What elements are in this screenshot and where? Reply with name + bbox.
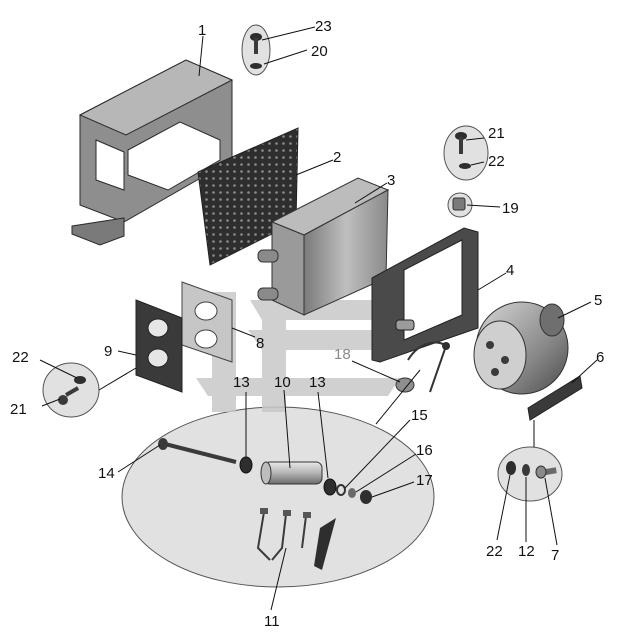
callout-23: 23 xyxy=(315,18,332,35)
detail-zone-main xyxy=(121,406,435,588)
callout-8: 8 xyxy=(256,335,264,352)
callout-12: 12 xyxy=(518,543,535,560)
leader-lines xyxy=(39,26,598,611)
callout-17: 17 xyxy=(416,472,433,489)
part-17-nut xyxy=(360,490,372,504)
part-13-washer-right xyxy=(323,478,337,496)
callout-9: 9 xyxy=(104,343,112,360)
callout-20: 20 xyxy=(311,43,328,60)
callout-labels: 1 2 3 4 5 6 7 8 9 10 11 12 13 13 14 15 1… xyxy=(10,18,604,630)
callout-10: 10 xyxy=(274,374,291,391)
callout-6: 6 xyxy=(596,349,604,366)
callout-13a: 13 xyxy=(233,374,250,391)
callout-5: 5 xyxy=(594,292,602,309)
part-21-bolt-left xyxy=(58,386,80,405)
callout-4: 4 xyxy=(506,262,514,279)
part-10-sleeve xyxy=(260,461,323,485)
part-21-bolt-top xyxy=(455,132,467,154)
part-1-housing xyxy=(71,59,234,246)
part-3-radiator xyxy=(257,177,390,316)
callout-14: 14 xyxy=(98,465,115,482)
callout-16: 16 xyxy=(416,442,433,459)
callout-13b: 13 xyxy=(309,374,326,391)
part-4-mounting-panel xyxy=(371,227,479,363)
callout-15: 15 xyxy=(411,407,428,424)
callout-11: 11 xyxy=(264,613,280,630)
callout-19: 19 xyxy=(502,200,519,217)
part-14-rod xyxy=(158,438,237,464)
callout-18: 18 xyxy=(334,346,351,363)
part-11-harness xyxy=(256,508,336,570)
callout-21b: 21 xyxy=(10,401,27,418)
part-7-screw xyxy=(535,465,557,479)
part-5-fan-motor xyxy=(473,301,569,395)
callout-22c: 22 xyxy=(486,543,503,560)
part-9-cover-plate xyxy=(135,299,183,393)
part-13-washer-left xyxy=(239,456,253,474)
callout-7: 7 xyxy=(551,547,559,564)
part-22-washer-top xyxy=(459,163,471,169)
detail-zone-22-12-7 xyxy=(497,446,563,502)
callout-22b: 22 xyxy=(488,153,505,170)
callout-1: 1 xyxy=(198,22,206,39)
part-19-nut xyxy=(452,197,466,211)
part-6-bracket xyxy=(527,375,583,421)
part-22-washer-right xyxy=(506,461,516,475)
part-16-washer xyxy=(348,488,356,498)
part-12-washer xyxy=(522,464,530,476)
callout-22a: 22 xyxy=(12,349,29,366)
part-18-grommet xyxy=(395,377,415,393)
part-20-washer xyxy=(250,63,262,69)
callout-3: 3 xyxy=(387,172,395,189)
part-15-ring xyxy=(336,484,346,496)
callout-21a: 21 xyxy=(488,125,505,142)
detail-zone-21-22-top xyxy=(443,125,489,181)
callout-2: 2 xyxy=(333,149,341,166)
part-23-bolt xyxy=(250,33,262,54)
